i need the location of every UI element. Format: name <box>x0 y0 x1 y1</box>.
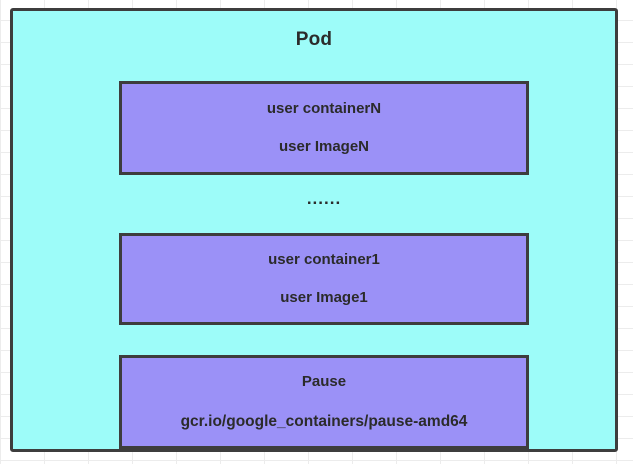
container-image-label: user Image1 <box>280 289 368 306</box>
pod-title: Pod <box>295 29 333 50</box>
container-image-label: user ImageN <box>278 138 370 155</box>
ellipsis-indicator: ...... <box>306 189 342 208</box>
container-box-pause: Pause gcr.io/google_containers/pause-amd… <box>119 355 529 449</box>
container-image-label: gcr.io/google_containers/pause-amd64 <box>180 412 468 430</box>
container-box-user-containerN: user containerN user ImageN <box>119 81 529 175</box>
container-name-label: user container1 <box>268 250 380 268</box>
container-name-label: user containerN <box>266 99 382 117</box>
pod-boundary-box: Pod user containerN user ImageN ...... u… <box>10 8 618 452</box>
container-name-label: Pause <box>301 373 347 391</box>
container-box-user-container1: user container1 user Image1 <box>119 233 529 325</box>
